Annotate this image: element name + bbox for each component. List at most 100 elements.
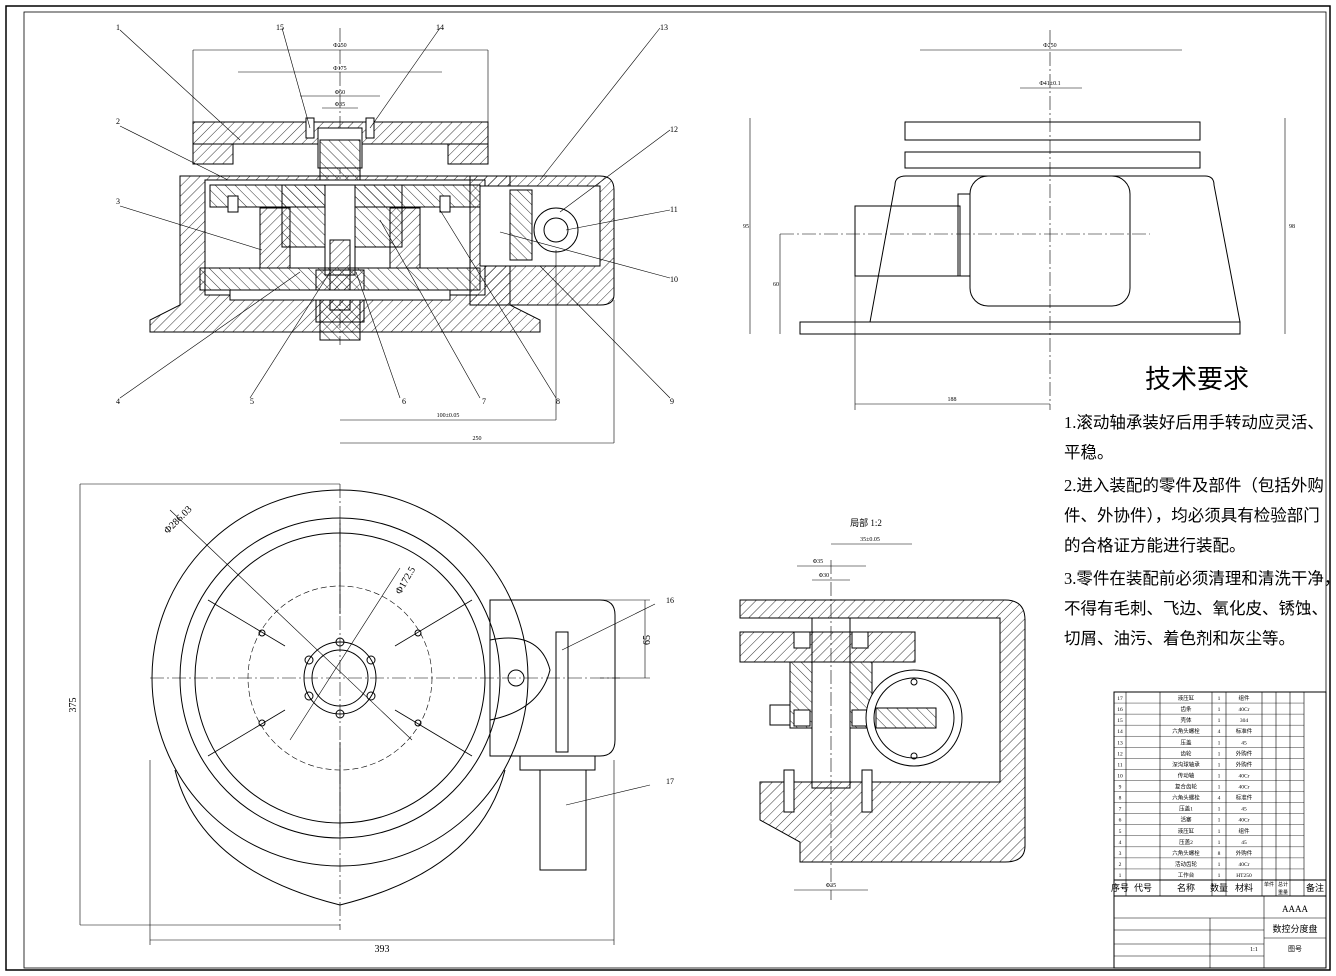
callout-15: 15 [276, 23, 284, 32]
side-dim-b1: 188 [948, 397, 957, 403]
bom-cell-qty: 1 [1218, 873, 1221, 879]
bom-cell-qty: 1 [1218, 773, 1221, 779]
bom-cell-mat: 40Cr [1239, 785, 1250, 791]
drawing-tuhao: 图号 [1288, 945, 1302, 953]
bom-cell-name: 复合齿轮 [1175, 783, 1198, 791]
bom-cell-name: 液压缸 [1178, 694, 1195, 702]
title-block: AAAA 数控分度盘 图号 1:1 [1250, 904, 1317, 953]
bom-cell-mat: 40Cr [1239, 707, 1250, 713]
bom-cell-name: 液压缸 [1178, 827, 1195, 835]
detail-dim-d4: Φ35 [826, 883, 836, 889]
bom-cell-no: 8 [1119, 796, 1122, 802]
tech-requirements: 技术要求 1.滚动轴承装好后用手转动应灵活、 平稳。 2.进入装配的零件及部件（… [1064, 365, 1336, 648]
bom-cell-name: 压盖 [1180, 738, 1192, 746]
bom-cell-mat: 标准件 [1236, 794, 1253, 802]
callout-10: 10 [670, 275, 678, 284]
bom-h-qty: 数量 [1210, 882, 1228, 893]
bom-cell-mat: 40Cr [1239, 818, 1250, 824]
bom-cell-mat: HT250 [1236, 873, 1252, 879]
callout-2: 2 [116, 117, 120, 126]
bom-cell-no: 5 [1119, 829, 1122, 835]
side-dim-w2: Φ41±0.1 [1039, 81, 1060, 87]
bom-cell-name: 齿条 [1180, 705, 1192, 713]
callout-11: 11 [670, 205, 678, 214]
side-view [749, 30, 1286, 410]
bom-cell-no: 16 [1117, 707, 1123, 713]
bom-cell-qty: 1 [1218, 840, 1221, 846]
callout-5: 5 [250, 397, 254, 406]
top-dim-diag2: Φ172.5 [394, 565, 418, 596]
side-dim-h1: 95 [743, 224, 749, 230]
bom-cell-qty: 1 [1218, 751, 1221, 757]
bom-cell-no: 12 [1117, 751, 1123, 757]
bom-h-total: 总计 [1278, 881, 1288, 888]
bom-cell-qty: 1 [1218, 862, 1221, 868]
bom-cell-qty: 1 [1218, 740, 1221, 746]
bom-cell-mat: 外购件 [1236, 749, 1253, 757]
detail-dim-d1: Φ35 [813, 559, 823, 565]
outer-frame [5, 5, 1331, 971]
bom-cell-name: 六角头螺栓 [1172, 727, 1200, 735]
detail-dims: 局部 1:2 Φ35 Φ30 35±0.05 Φ35 [813, 517, 882, 889]
detail-view [739, 543, 1026, 900]
bom-cell-mat: 40Cr [1239, 773, 1250, 779]
tech-title: 技术要求 [1145, 365, 1249, 394]
callout-9: 9 [670, 397, 674, 406]
bom-h-weight: 重量 [1278, 889, 1288, 896]
drawing-title: 数控分度盘 [1272, 923, 1317, 934]
bom-cell-mat: 标准件 [1236, 727, 1253, 735]
callout-16: 16 [666, 596, 674, 605]
dim-phi60: Φ60 [335, 90, 345, 96]
front-dims: Φ250 Φ175 Φ60 Φ35 100±0.05 250 [333, 43, 481, 442]
side-dim-h3: 98 [1289, 224, 1295, 230]
bom-cell-mat: 45 [1241, 840, 1247, 846]
bom-cell-name: 齿轮 [1180, 749, 1192, 757]
bom-cell-no: 14 [1117, 729, 1123, 735]
tech-line-2: 平稳。 [1064, 443, 1114, 462]
bom-cell-qty: 8 [1218, 851, 1221, 857]
callout-13: 13 [660, 23, 668, 32]
bom-cell-qty: 1 [1218, 785, 1221, 791]
callout-17: 17 [666, 777, 674, 786]
bom-cell-no: 2 [1119, 862, 1122, 868]
bom-cell-no: 6 [1119, 818, 1122, 824]
bom-cell-qty: 1 [1218, 718, 1221, 724]
bom-cell-qty: 4 [1218, 796, 1221, 802]
bom-cell-mat: 组件 [1238, 694, 1250, 702]
dim-100: 100±0.05 [437, 413, 460, 419]
bom-cell-qty: 1 [1218, 762, 1221, 768]
bom-cell-no: 10 [1117, 773, 1123, 779]
bom-cell-name: 深沟球轴承 [1172, 760, 1200, 768]
side-dim-w1: Φ250 [1043, 43, 1056, 49]
tech-line-1: 1.滚动轴承装好后用手转动应灵活、 [1064, 413, 1324, 432]
bom-cell-no: 9 [1119, 785, 1122, 791]
bom-h-mat: 材料 [1235, 882, 1253, 893]
bom-cell-no: 1 [1119, 873, 1122, 879]
drawing-code: AAAA [1282, 904, 1308, 914]
bom-cell-mat: 组件 [1238, 827, 1250, 835]
bom-cell-name: 六角头螺栓 [1172, 849, 1200, 857]
top-dim-height: 375 [68, 698, 79, 713]
bom-h-remark: 备注 [1306, 882, 1324, 893]
bom-cell-qty: 1 [1218, 818, 1221, 824]
bom-cell-name: 壳体 [1180, 716, 1192, 724]
bom-cell-no: 7 [1119, 807, 1122, 813]
bom-cell-name: 传动轴 [1178, 771, 1195, 779]
bom-cell-no: 13 [1117, 740, 1123, 746]
bom-cell-qty: 1 [1218, 829, 1221, 835]
top-dim-side: 65 [642, 635, 653, 645]
tech-line-5: 的合格证方能进行装配。 [1064, 536, 1246, 555]
tech-line-4: 件、外协件），均必须具有检验部门 [1064, 506, 1320, 525]
front-callouts: 1 2 3 4 5 6 7 8 9 10 11 12 13 14 15 [116, 23, 678, 406]
dim-phi250: Φ250 [333, 43, 346, 49]
dim-250: 250 [473, 436, 482, 442]
tech-line-7: 不得有毛刺、飞边、氧化皮、锈蚀、 [1064, 599, 1328, 618]
bom-cell-qty: 4 [1218, 729, 1221, 735]
bom-cell-qty: 1 [1218, 807, 1221, 813]
callout-3: 3 [116, 197, 120, 206]
bom-cell-no: 15 [1117, 718, 1123, 724]
top-dim-diag: Φ286.03 [162, 504, 194, 536]
bom-cell-qty: 1 [1218, 696, 1221, 702]
bom-h-name: 名称 [1177, 882, 1195, 893]
